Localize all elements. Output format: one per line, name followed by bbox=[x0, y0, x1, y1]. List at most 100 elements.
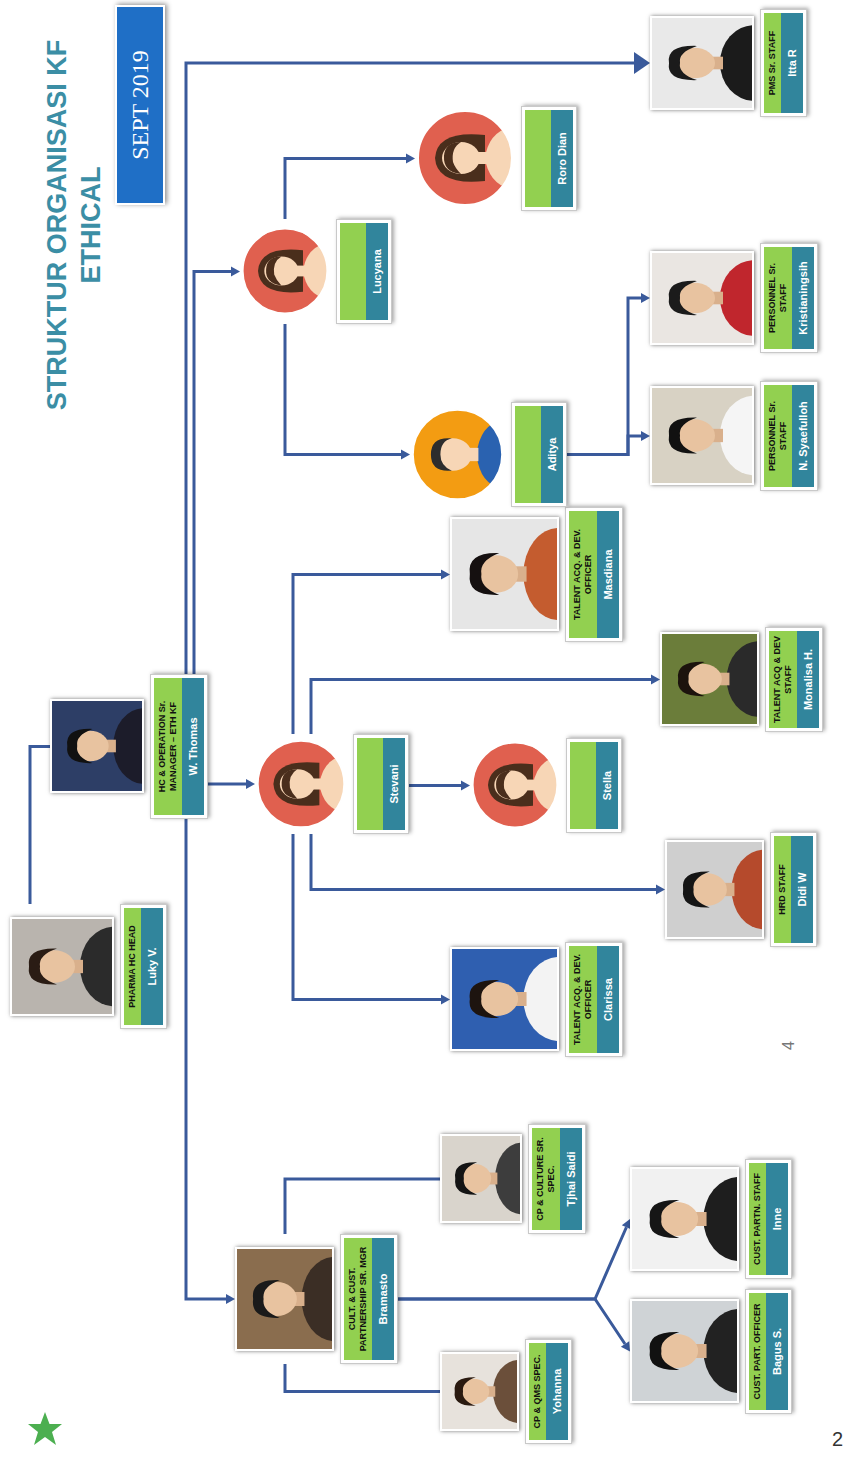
name-text: Yohanna bbox=[546, 1343, 568, 1440]
person-node: HC & OPERATION Sr. MANAGER – ETH KFW. Th… bbox=[50, 674, 208, 819]
label-card: PMS Sr. STAFFItta R bbox=[760, 9, 807, 117]
person-node: CULT. & CUST. PARTNERSHIP SR. MGRBramast… bbox=[235, 1234, 398, 1364]
name-text: Bagus S. bbox=[766, 1293, 788, 1410]
role-text: HC & OPERATION Sr. MANAGER – ETH KF bbox=[154, 678, 182, 815]
role-text: PERSONNEL Sr. STAFF bbox=[764, 385, 792, 487]
person-photo bbox=[630, 1167, 739, 1271]
name-text: Lucyana bbox=[366, 223, 388, 320]
name-text: W. Thomas bbox=[182, 678, 204, 815]
connector bbox=[186, 52, 650, 674]
person-photo bbox=[440, 1352, 519, 1431]
connector bbox=[293, 570, 450, 735]
role-text: HRD STAFF bbox=[774, 836, 791, 943]
person-node: PERSONNEL Sr. STAFFKristianingsih bbox=[650, 243, 818, 353]
person-node: Lucyana bbox=[240, 219, 392, 324]
label-card: Stella bbox=[566, 738, 622, 833]
label-card: TALENT ACQ. & DEV. OFFICERClarissa bbox=[565, 942, 623, 1057]
name-text: Inne bbox=[766, 1163, 788, 1275]
person-photo bbox=[650, 387, 754, 486]
person-node: PHARMA HC HEADLuky V. bbox=[10, 904, 167, 1029]
label-card: CUST. PARTN. STAFFInne bbox=[745, 1159, 792, 1279]
role-text: CUST. PARTN. STAFF bbox=[749, 1163, 766, 1275]
page-number: 2 bbox=[832, 1428, 843, 1451]
name-text: Aditya bbox=[541, 406, 563, 503]
female-avatar bbox=[415, 109, 515, 209]
connector bbox=[285, 154, 415, 220]
label-card: Aditya bbox=[511, 402, 567, 507]
female-avatar bbox=[470, 741, 560, 831]
role-text: TALENT ACQ & DEV STAFF bbox=[769, 631, 797, 728]
connector bbox=[567, 293, 650, 455]
connector bbox=[285, 1364, 440, 1392]
star-logo bbox=[26, 1410, 64, 1448]
person-photo bbox=[50, 700, 144, 794]
connector bbox=[285, 324, 410, 460]
role-text: PHARMA HC HEAD bbox=[124, 908, 141, 1025]
name-text: Kristianingsih bbox=[792, 247, 814, 349]
connector bbox=[285, 1179, 440, 1234]
role-band bbox=[357, 738, 383, 830]
role-band bbox=[570, 742, 596, 829]
label-card: PHARMA HC HEADLuky V. bbox=[120, 904, 167, 1029]
role-text: CP & QMS SPEC. bbox=[529, 1343, 546, 1440]
person-node: PERSONNEL Sr. STAFFN. Syaefulloh bbox=[650, 381, 818, 491]
label-card: HRD STAFFDidi W bbox=[770, 832, 817, 947]
label-card: Lucyana bbox=[336, 219, 392, 324]
person-node: CUST. PART. OFFICERBagus S. bbox=[630, 1289, 792, 1414]
name-text: Monalisa H. bbox=[797, 631, 819, 728]
star-shape bbox=[28, 1412, 62, 1445]
name-text: Bramasto bbox=[372, 1238, 394, 1360]
connector bbox=[293, 834, 450, 1005]
name-text: Stella bbox=[596, 742, 618, 829]
role-text: CP & CULTURE SR. SPEC. bbox=[532, 1128, 560, 1230]
connector bbox=[567, 431, 650, 455]
label-card: PERSONNEL Sr. STAFFN. Syaefulloh bbox=[760, 381, 818, 491]
name-text: Tjhai Saidi bbox=[560, 1128, 582, 1230]
label-card: Roro Dian bbox=[521, 106, 577, 211]
role-text: PERSONNEL Sr. STAFF bbox=[764, 247, 792, 349]
person-node: CP & QMS SPEC.Yohanna bbox=[440, 1339, 572, 1444]
connector bbox=[186, 819, 235, 1304]
person-node: Stevani bbox=[255, 734, 409, 834]
person-photo bbox=[10, 917, 114, 1016]
person-photo bbox=[630, 1300, 739, 1404]
label-card: CP & QMS SPEC.Yohanna bbox=[525, 1339, 572, 1444]
role-text: CUST. PART. OFFICER bbox=[749, 1293, 766, 1410]
person-photo bbox=[665, 840, 764, 939]
date-box: SEPT 2019 bbox=[115, 5, 165, 205]
role-text: TALENT ACQ. & DEV. OFFICER bbox=[569, 511, 597, 638]
person-photo bbox=[450, 518, 559, 632]
label-card: PERSONNEL Sr. STAFFKristianingsih bbox=[760, 243, 818, 353]
connector bbox=[311, 834, 665, 895]
page-number: 4 bbox=[780, 1041, 798, 1050]
connector bbox=[409, 781, 470, 791]
connector bbox=[208, 779, 255, 789]
name-text: Itta R bbox=[781, 13, 803, 113]
name-text: Masdiana bbox=[597, 511, 619, 638]
role-band bbox=[525, 110, 551, 207]
label-card: TALENT ACQ. & DEV. OFFICERMasdiana bbox=[565, 507, 623, 642]
person-photo bbox=[235, 1247, 334, 1351]
person-node: TALENT ACQ. & DEV. OFFICERMasdiana bbox=[450, 507, 623, 642]
date-text: SEPT 2019 bbox=[117, 7, 163, 203]
name-text: Roro Dian bbox=[551, 110, 573, 207]
name-text: N. Syaefulloh bbox=[792, 385, 814, 487]
person-node: TALENT ACQ & DEV STAFFMonalisa H. bbox=[660, 627, 823, 732]
person-photo bbox=[450, 948, 559, 1052]
person-photo bbox=[660, 633, 759, 727]
role-band bbox=[515, 406, 541, 503]
person-node: Roro Dian bbox=[415, 106, 577, 211]
person-node: TALENT ACQ. & DEV. OFFICERClarissa bbox=[450, 942, 623, 1057]
person-photo bbox=[650, 251, 754, 345]
female-avatar bbox=[240, 227, 330, 317]
person-node: CUST. PARTN. STAFFInne bbox=[630, 1159, 792, 1279]
label-card: HC & OPERATION Sr. MANAGER – ETH KFW. Th… bbox=[150, 674, 208, 819]
person-node: PMS Sr. STAFFItta R bbox=[650, 9, 807, 117]
name-text: Stevani bbox=[383, 738, 405, 830]
person-node: CP & CULTURE SR. SPEC.Tjhai Saidi bbox=[440, 1124, 586, 1234]
label-card: Stevani bbox=[353, 734, 409, 834]
role-band bbox=[340, 223, 366, 320]
connector bbox=[30, 747, 50, 905]
name-text: Didi W bbox=[791, 836, 813, 943]
